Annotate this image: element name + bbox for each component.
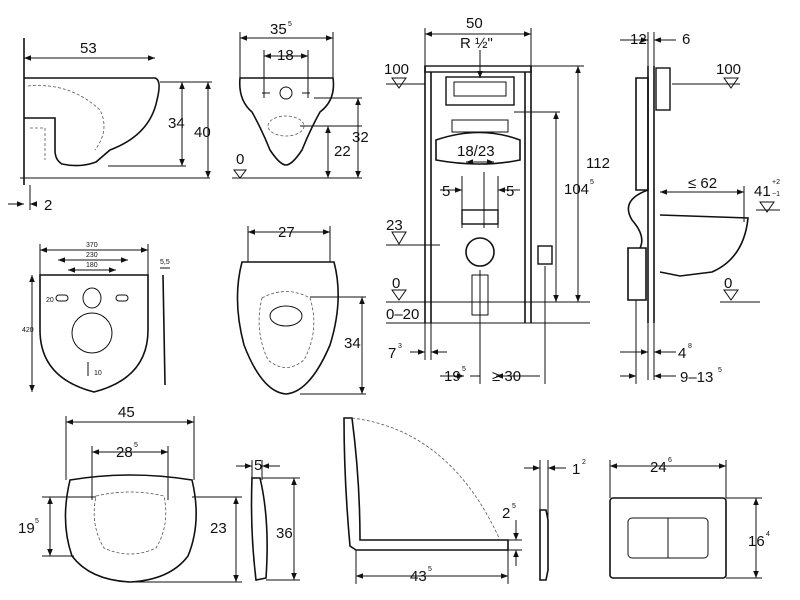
dim-34: 34 — [168, 115, 185, 132]
seat-outline-view — [42, 416, 242, 583]
dim-41: 41 — [754, 183, 771, 200]
dim-43-5: 43 — [410, 568, 427, 585]
dim-28-5: 28 — [116, 444, 133, 461]
dim-7-3-sup: 3 — [398, 343, 402, 350]
dim-16-4-sup: 4 — [766, 531, 770, 538]
dim-112: 112 — [586, 155, 610, 172]
dim-53: 53 — [80, 40, 97, 57]
dim-6: 6 — [682, 31, 690, 48]
dim-19-5-seat-sup: 5 — [35, 518, 39, 525]
dim-100-front: 100 — [384, 61, 409, 78]
dim-34-seat: 34 — [344, 335, 361, 352]
dim-0-front: 0 — [236, 151, 244, 168]
dim-4-8-sup: 8 — [688, 343, 692, 350]
toilet-side-view — [8, 38, 212, 210]
dim-4-8: 4 — [678, 345, 686, 362]
dim-2: 2 — [44, 197, 52, 214]
dim-20: 20 — [46, 297, 54, 304]
dim-19-5-seat: 19 — [18, 520, 35, 537]
dim-9-13-5-sup: 5 — [718, 367, 722, 374]
dim-thread-r: R ½" — [460, 35, 493, 52]
flush-plate-side — [524, 460, 566, 581]
dim-40: 40 — [194, 124, 211, 141]
dim-5-left: 5 — [442, 183, 450, 200]
dim-10: 10 — [94, 370, 102, 377]
dim-min-30: ≥ 30 — [492, 368, 521, 385]
dim-180: 180 — [86, 262, 98, 269]
dim-18-23: 18/23 — [457, 143, 495, 160]
dim-0-side: 0 — [724, 275, 732, 292]
dim-16-4: 16 — [748, 533, 765, 550]
dim-104-5-sup: 5 — [590, 179, 594, 186]
dim-19-5: 19 — [444, 368, 461, 385]
dim-12: 12 — [630, 31, 647, 48]
dim-420: 420 — [22, 327, 34, 334]
dim-18: 18 — [277, 47, 294, 64]
dim-22: 22 — [334, 143, 351, 160]
toilet-front-view — [232, 32, 362, 179]
lid-open-view — [343, 417, 522, 584]
dim-104-5: 104 — [564, 181, 589, 198]
dim-9-13-5: 9–13 — [680, 369, 713, 386]
dim-5-seat: 5 — [254, 457, 262, 474]
dim-2-5-sup: 5 — [512, 503, 516, 510]
dim-5-right: 5 — [506, 183, 514, 200]
dim-1-2-sup: 2 — [582, 459, 586, 466]
dim-max-62: ≤ 62 — [688, 175, 717, 192]
dim-2-5: 2 — [502, 505, 510, 522]
flush-plate-front — [609, 460, 762, 579]
dim-32: 32 — [352, 129, 369, 146]
seat-side-view — [236, 460, 300, 581]
dim-19-5-sup: 5 — [462, 366, 466, 373]
dim-24-6: 24 — [650, 459, 667, 476]
dim-24-6-sup: 6 — [668, 457, 672, 464]
dim-100-side: 100 — [716, 61, 741, 78]
insulation-plate — [29, 244, 170, 393]
dim-35-5-sup: 5 — [288, 21, 292, 28]
dim-23-seat: 23 — [210, 520, 227, 537]
dim-45: 45 — [118, 404, 135, 421]
dim-36: 36 — [276, 525, 293, 542]
dim-41-tol-plus: +2 — [772, 179, 780, 186]
dim-0-20: 0–20 — [386, 306, 419, 323]
dim-28-5-sup: 5 — [134, 442, 138, 449]
dim-23: 23 — [386, 217, 403, 234]
dim-43-5-sup: 5 — [428, 566, 432, 573]
seat-top-view — [236, 226, 366, 395]
dim-0-frame: 0 — [392, 275, 400, 292]
dim-370: 370 — [86, 242, 98, 249]
frame-front-view — [386, 28, 590, 384]
dim-5-5: 5,5 — [160, 259, 170, 266]
dim-7-3: 7 — [388, 345, 396, 362]
dim-230: 230 — [86, 252, 98, 259]
dim-27: 27 — [278, 224, 295, 241]
dim-1-2: 1 — [572, 461, 580, 478]
frame-side-view — [620, 32, 780, 384]
dim-50: 50 — [466, 15, 483, 32]
dim-35-5: 35 — [270, 21, 287, 38]
dim-41-tol-minus: −1 — [772, 191, 780, 198]
